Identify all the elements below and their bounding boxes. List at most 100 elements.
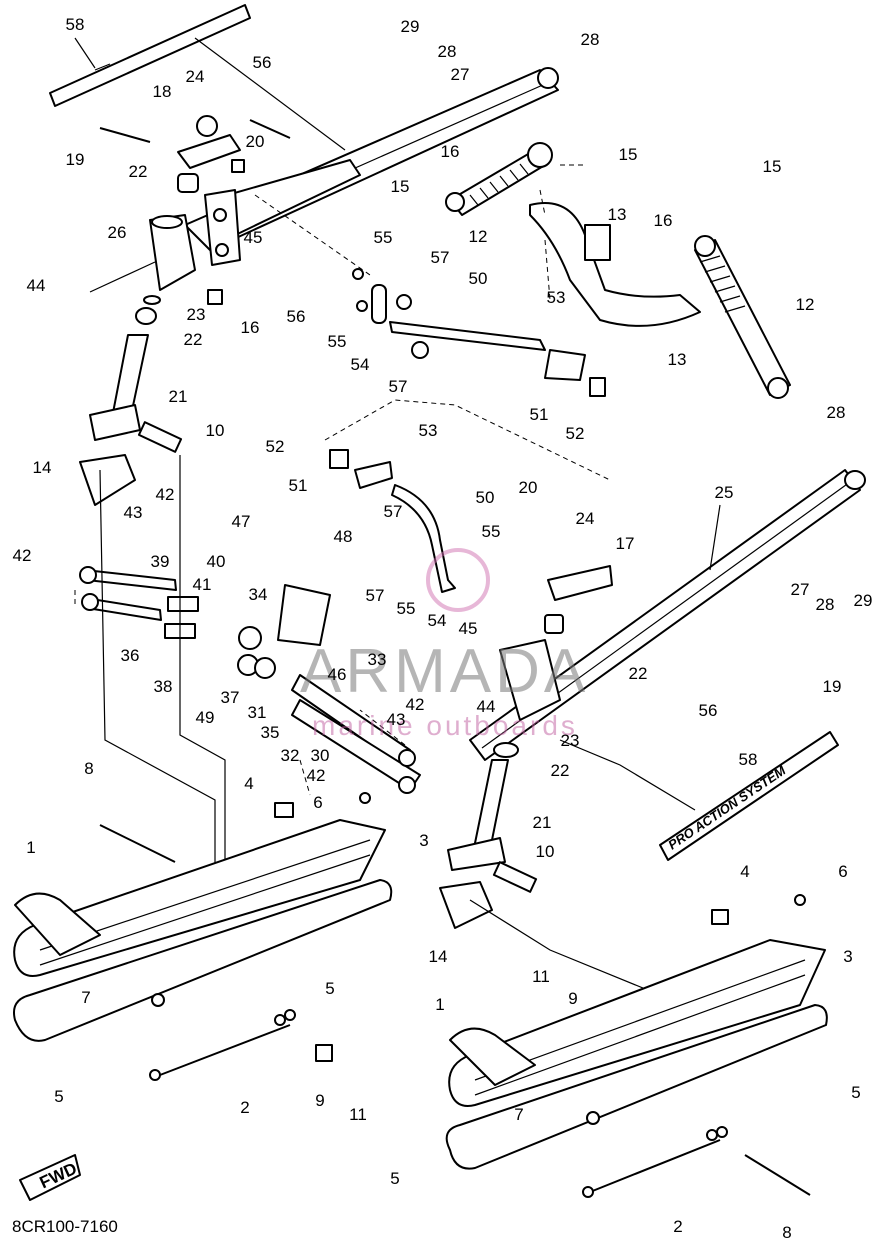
callout-42: 42 [406,695,425,714]
callout-28: 28 [581,30,600,49]
callout-3: 3 [419,831,428,850]
callout-22: 22 [551,761,570,780]
trailing-arm-upper [204,159,361,266]
callout-33: 33 [368,650,387,669]
callout-57: 57 [431,248,450,267]
callout-39: 39 [151,552,170,571]
callout-36: 36 [121,646,140,665]
ref-lines-center [74,399,611,796]
callout-3: 3 [843,947,852,966]
callout-7: 7 [81,988,90,1007]
callout-22: 22 [129,162,148,181]
callout-53: 53 [419,421,438,440]
callout-20: 20 [519,478,538,497]
callout-24: 24 [576,509,595,528]
callout-19: 19 [66,150,85,169]
callout-31: 31 [248,703,267,722]
callout-21: 21 [169,387,188,406]
callout-32: 32 [281,746,300,765]
callout-16: 16 [241,318,260,337]
callout-45: 45 [244,228,263,247]
callout-57: 57 [389,377,408,396]
callout-26: 26 [108,223,127,242]
callout-6: 6 [838,862,847,881]
callout-27: 27 [451,65,470,84]
callout-55: 55 [374,228,393,247]
decal-58-top [49,4,251,107]
ref-lines-upper [254,164,585,301]
steering-arm-upper [99,115,291,305]
callout-55: 55 [482,522,501,541]
callout-57: 57 [366,586,385,605]
shock-absorber-right [694,235,791,399]
callout-4: 4 [244,774,253,793]
callout-9: 9 [315,1091,324,1110]
callout-5: 5 [390,1169,399,1188]
callout-38: 38 [154,677,173,696]
callout-17: 17 [616,534,635,553]
callout-13: 13 [668,350,687,369]
callout-1: 1 [26,838,35,857]
callout-6: 6 [313,793,322,812]
decal-text: PRO ACTION SYSTEM [665,762,789,852]
callout-5: 5 [325,979,334,998]
callout-55: 55 [328,332,347,351]
callout-10: 10 [536,842,555,861]
shock-absorber-center [445,142,553,216]
center-linkage [79,566,421,794]
diagram-code: 8CR100-7160 [12,1217,118,1236]
callout-46: 46 [328,665,347,684]
callout-51: 51 [289,476,308,495]
callout-14: 14 [429,947,448,966]
callout-52: 52 [566,424,585,443]
callout-58: 58 [739,750,758,769]
callout-15: 15 [763,157,782,176]
spindle-assembly-left [89,173,199,441]
callout-24: 24 [186,67,205,86]
callout-49: 49 [196,708,215,727]
callout-14: 14 [33,458,52,477]
callout-47: 47 [232,512,251,531]
callout-44: 44 [27,276,46,295]
callout-11: 11 [532,967,550,986]
callout-29: 29 [401,17,420,36]
callout-52: 52 [266,437,285,456]
callout-54: 54 [428,611,447,630]
callout-35: 35 [261,723,280,742]
stabilizer-rod-upper [389,321,606,397]
callout-58: 58 [66,15,85,34]
callout-50: 50 [476,488,495,507]
callout-1: 1 [435,995,444,1014]
callout-5: 5 [54,1087,63,1106]
stabilizer-link-upper [352,268,429,359]
callout-30: 30 [311,746,330,765]
watermark-sub: marine outboards [312,710,578,741]
callout-22: 22 [184,330,203,349]
callout-43: 43 [387,710,406,729]
callout-8: 8 [84,759,93,778]
callout-29: 29 [854,591,873,610]
callout-7: 7 [514,1105,523,1124]
callout-16: 16 [654,211,673,230]
callout-56: 56 [253,53,272,72]
callout-11: 11 [349,1105,367,1124]
callout-4: 4 [740,862,749,881]
callout-27: 27 [791,580,810,599]
callout-15: 15 [391,177,410,196]
callout-25: 25 [715,483,734,502]
callout-56: 56 [287,307,306,326]
ski-right [445,894,828,1198]
callout-2: 2 [240,1098,249,1117]
callout-2: 2 [673,1217,682,1236]
callout-51: 51 [530,405,549,424]
callout-10: 10 [206,421,225,440]
stabilizer-rod-lower [329,449,456,593]
callout-8: 8 [782,1223,791,1240]
callout-43: 43 [124,503,143,522]
callout-23: 23 [187,305,206,324]
callout-12: 12 [469,227,488,246]
callout-55: 55 [397,599,416,618]
callout-42: 42 [156,485,175,504]
